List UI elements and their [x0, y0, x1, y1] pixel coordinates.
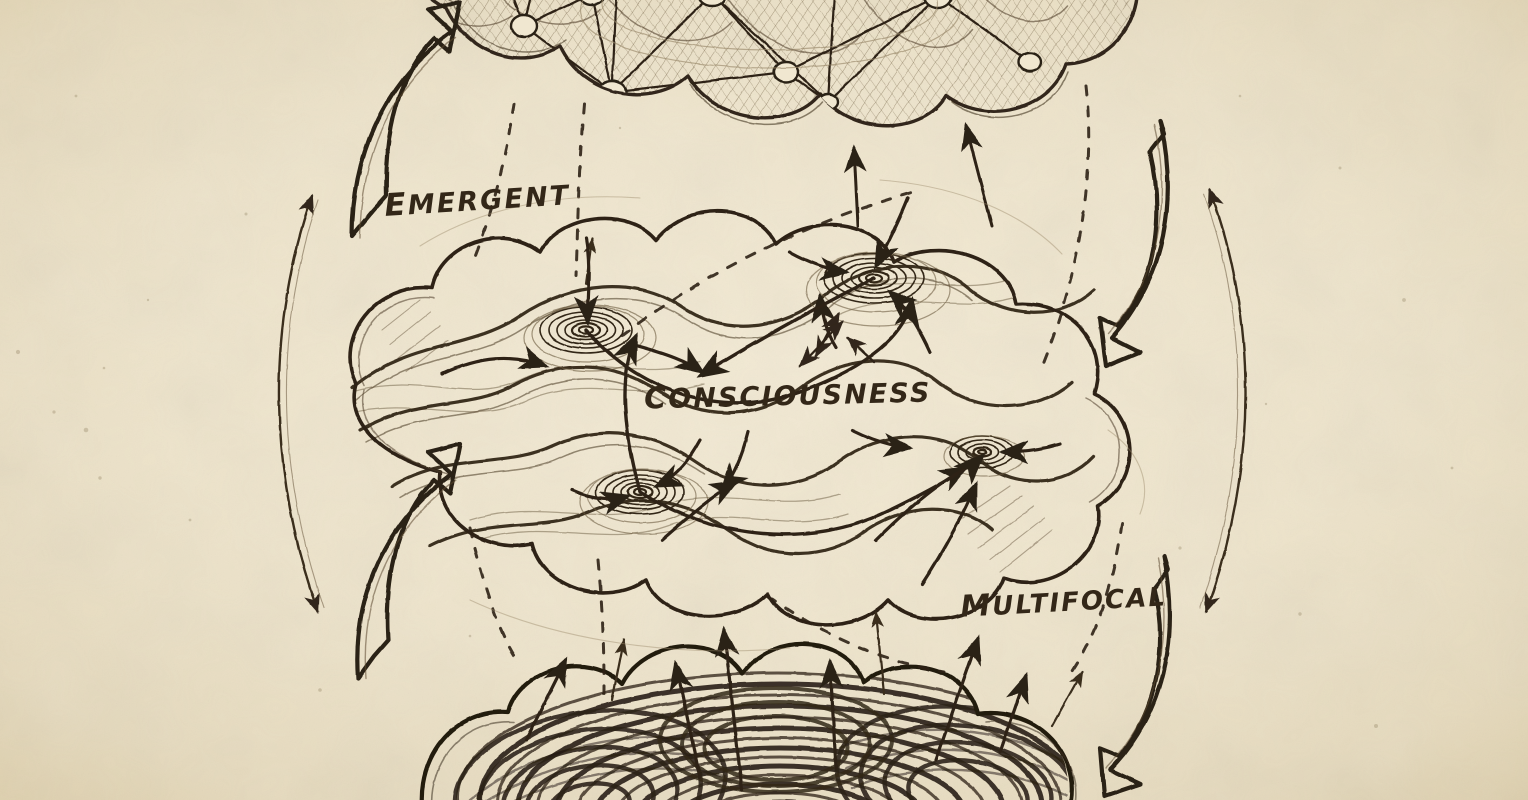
side-arcs: [277, 187, 1247, 614]
middle-cloud-layer: [348, 209, 1132, 627]
dash-top-right-1: [1038, 84, 1091, 374]
dash-top-left-1: [470, 102, 516, 266]
dash-bot-right-1: [766, 594, 946, 674]
circulation-arrows: [349, 0, 1173, 799]
dash-bot-left-2: [596, 558, 606, 696]
dash-top-left-2: [574, 102, 586, 278]
label-consciousness: Consciousness: [643, 366, 932, 420]
arrow-down-right-bot: [1097, 553, 1173, 799]
ghost-strokes: [419, 179, 1146, 652]
dashed-connectors: [468, 84, 1124, 696]
arc-right: [1204, 187, 1247, 614]
arrow-down-right-top: [1097, 117, 1170, 369]
arc-left: [277, 193, 320, 614]
arrow-up-left-bottom: [355, 441, 463, 681]
arrow-up-left-top: [349, 0, 463, 239]
vortex-left-lower: [579, 468, 709, 535]
emission-arrows: [440, 122, 1084, 792]
bottom-cloud-layer: [419, 641, 1077, 800]
vortex-right-lower: [943, 435, 1025, 477]
dash-top-mid: [620, 188, 922, 338]
dash-right-side: [1068, 522, 1124, 676]
dash-bot-left-1: [468, 526, 522, 666]
top-cloud-layer: [392, 0, 1139, 128]
